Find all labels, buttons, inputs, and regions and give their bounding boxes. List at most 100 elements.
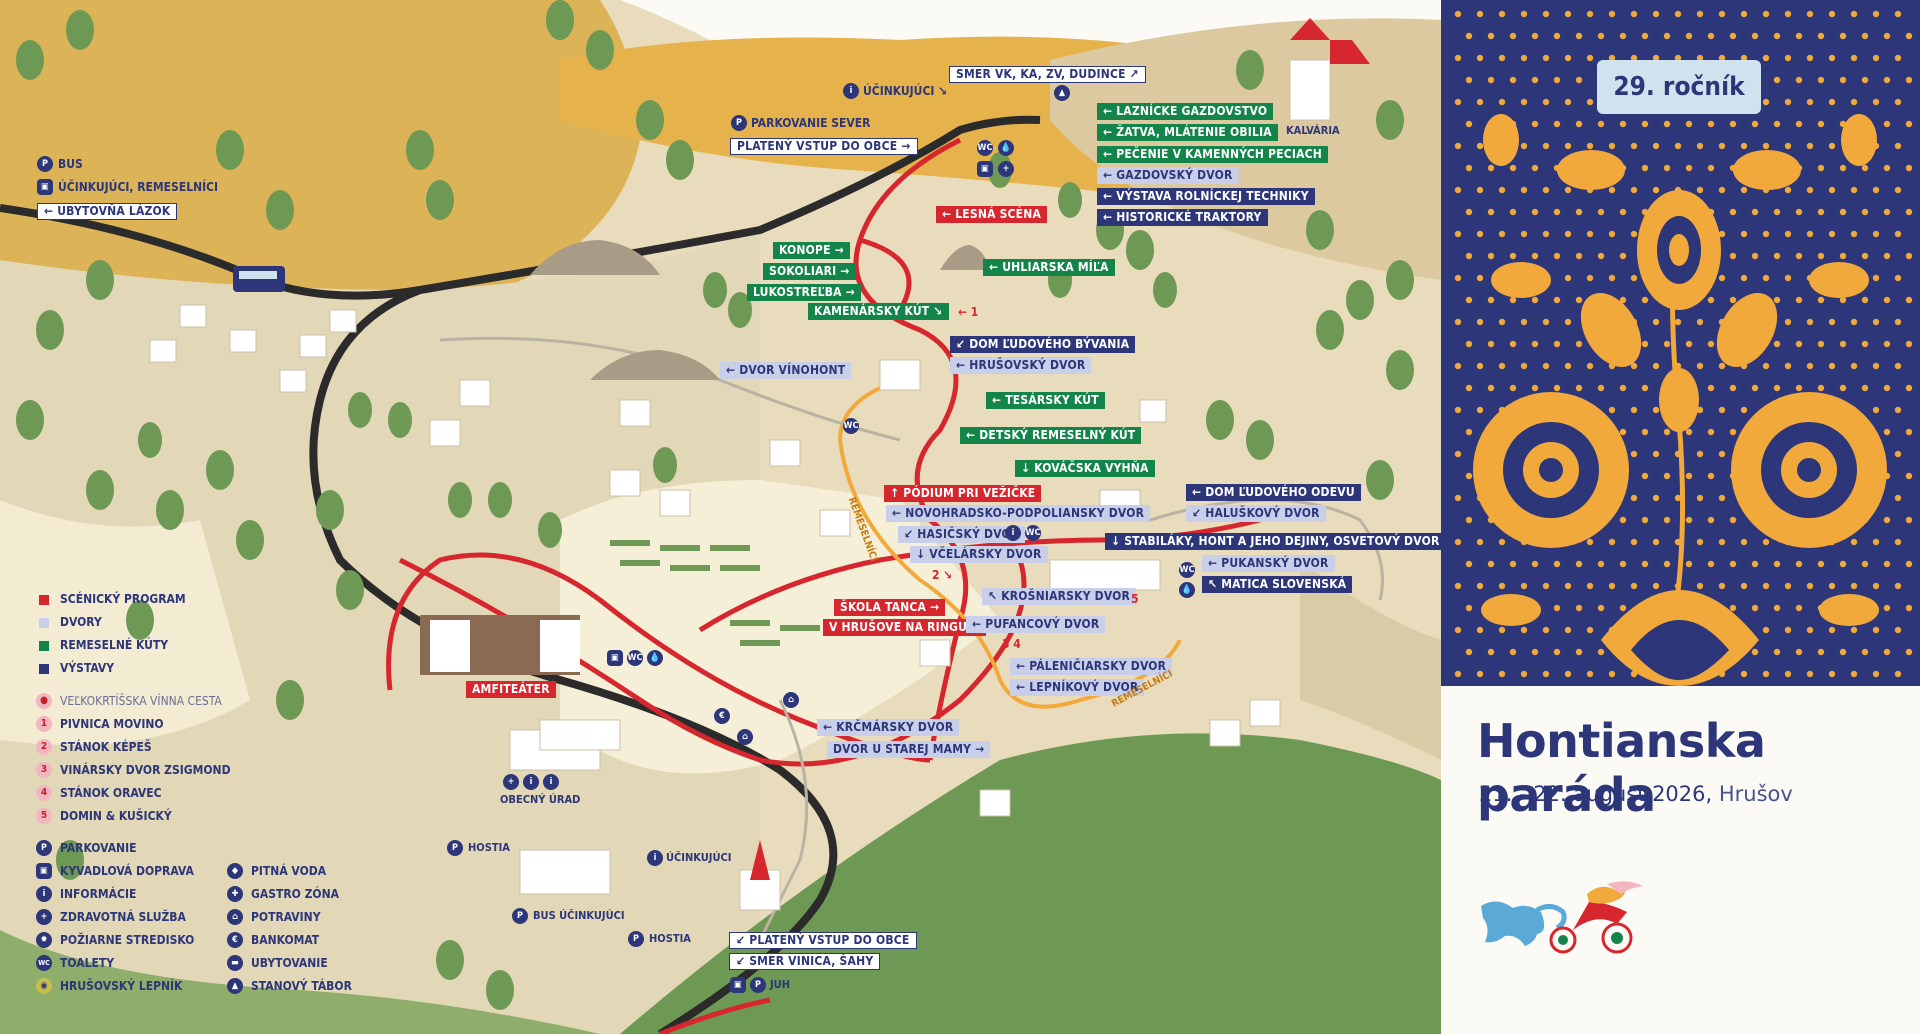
ornament-dot (1729, 384, 1737, 392)
wine-number: 4 (36, 785, 52, 801)
ornament-dot (1872, 186, 1880, 194)
ornament-dot (1707, 164, 1715, 172)
ornament-dot (1696, 538, 1704, 546)
pecenie-label[interactable]: ← PEČENIE V KAMENNÝCH PECIACH (1097, 146, 1329, 163)
ornament-dot (1894, 10, 1902, 18)
ornament-dot (1795, 604, 1803, 612)
detsky-remeselny-kut-label[interactable]: ← DETSKÝ REMESELNÝ KÚT (960, 427, 1142, 444)
hrusovsky-dvor-label[interactable]: ← HRUŠOVSKÝ DVOR (950, 357, 1092, 374)
ornament-dot (1630, 494, 1638, 502)
legend-wine-item: STÁNOK KÉPEŠ (60, 740, 152, 754)
ornament-dot (1850, 318, 1858, 326)
ornament-dot (1520, 582, 1528, 590)
matica-slovenska-label[interactable]: ↖ MATICA SLOVENSKÁ (1202, 576, 1353, 593)
amfiteater-label[interactable]: AMFITEÁTER (466, 681, 556, 698)
ornament-dot (1740, 538, 1748, 546)
parking-icon: P (628, 931, 644, 947)
ornament-dot (1740, 274, 1748, 282)
ubytovna-lazok-label[interactable]: ← UBYTOVŇA LÁZOK (37, 203, 178, 220)
krosniarsky-dvor-label[interactable]: ↖ KROŠNIARSKY DVOR (982, 588, 1137, 605)
ornament-dot (1553, 76, 1561, 84)
ornament-dot (1850, 230, 1858, 238)
wine-stops-3-4[interactable]: 3 4 (1002, 637, 1021, 651)
dom-ludoveho-byvania-label[interactable]: ↙ DOM ĽUDOVÉHO BÝVANIA (950, 336, 1136, 353)
podium-pri-vezicke-label[interactable]: ↑ PÓDIUM PRI VEŽIČKE (884, 485, 1042, 502)
ornament-dot (1520, 626, 1528, 634)
ornament-dot (1465, 76, 1473, 84)
ornament-dot (1608, 10, 1616, 18)
ornament-dot (1476, 670, 1484, 678)
dvor-vinohont-label[interactable]: ← DVOR VÍNOHONT (720, 362, 852, 379)
ornament-dot (1564, 230, 1572, 238)
ornament-dot (1630, 10, 1638, 18)
smer-vinica-label[interactable]: ↙ SMER VINICA, ŠAHY (729, 953, 881, 970)
ornament-dot (1575, 648, 1583, 656)
historicke-traktory-label[interactable]: ← HISTORICKÉ TRAKTORY (1097, 209, 1268, 226)
ornament-dot (1619, 296, 1627, 304)
lepnikovy-dvor-label[interactable]: ← LEPNÍKOVÝ DVOR (1010, 679, 1145, 696)
water-icon: 💧 (998, 140, 1014, 156)
palenciarsky-dvor-label[interactable]: ← PÁLENIČIARSKY DVOR (1010, 658, 1173, 675)
konope-label[interactable]: KONOPE → (773, 242, 850, 259)
uhliarska-mila-label[interactable]: ← UHLIARSKA MÍĽA (983, 259, 1115, 276)
haluskovy-dvor-label[interactable]: ↙ HALUŠKOVÝ DVOR (1186, 505, 1326, 522)
legend-service: ZDRAVOTNÁ SLUŽBA (60, 910, 186, 924)
stabilaky-label[interactable]: ↓ STABILÁKY, HONT A JEHO DEJINY, OSVETOV… (1105, 533, 1441, 550)
legend-wine-item: VINÁRSKY DVOR ZSIGMOND (60, 763, 231, 777)
ornament-dot (1817, 252, 1825, 260)
plateny-vstup-sever-label[interactable]: PLATENÝ VSTUP DO OBCE → (730, 138, 918, 155)
vystava-label[interactable]: ← VÝSTAVA ROLNÍCKEJ TECHNIKY (1097, 188, 1315, 205)
wine-stop-5[interactable]: 5 (1131, 592, 1139, 606)
dvor-u-starej-mamy-label[interactable]: DVOR U STAREJ MAMY → (827, 741, 991, 758)
ornament-dot (1905, 208, 1913, 216)
wine-stop-2[interactable]: 2 ↘ (932, 568, 953, 582)
ornament-dot (1586, 230, 1594, 238)
v-hrusove-na-ringu-label[interactable]: V HRUŠOVE NA RINGU → (823, 619, 987, 636)
festival-title: Hontianska paráda (1477, 714, 1766, 822)
laznicke-gazdovstvo-label[interactable]: ← LAZNÍCKE GAZDOVSTVO (1097, 103, 1274, 120)
gazdovsky-dvor-label[interactable]: ← GAZDOVSKÝ DVOR (1097, 167, 1239, 184)
zatva-label[interactable]: ← ŽATVA, MLÁTENIE OBILIA (1097, 124, 1278, 141)
ornament-dot (1564, 142, 1572, 150)
ornament-dot (1597, 252, 1605, 260)
hasicsky-dvor-label[interactable]: ↙ HASIČSKÝ DVOR (898, 526, 1026, 543)
krcmarsky-dvor-label[interactable]: ← KRČMÁRSKY DVOR (817, 719, 960, 736)
kovacska-vyhna-label[interactable]: ↓ KOVÁČSKA VYHŇA (1015, 460, 1155, 477)
ornament-dot (1454, 230, 1462, 238)
dom-ludoveho-odevu-label[interactable]: ← DOM ĽUDOVÉHO ODEVU (1186, 484, 1361, 501)
ornament-dot (1828, 142, 1836, 150)
kamenarsky-kut-label[interactable]: KAMENÁRSKY KÚT ↘ (808, 303, 949, 320)
ornament-dot (1784, 230, 1792, 238)
plateny-vstup-juh-label[interactable]: ↙ PLATENÝ VSTUP DO OBCE (729, 932, 917, 949)
vcelarsky-dvor-label[interactable]: ↓ VČELÁRSKY DVOR (910, 546, 1048, 563)
ornament-dot (1487, 164, 1495, 172)
tesarsky-kut-label[interactable]: ← TESÁRSKY KÚT (986, 392, 1105, 409)
ornament-dot (1608, 582, 1616, 590)
ornament-dot (1773, 648, 1781, 656)
ornament-dot (1839, 252, 1847, 260)
ornament-dot (1542, 670, 1550, 678)
smer-vk-label[interactable]: SMER VK, KA, ZV, DUDINCE ↗ (949, 66, 1146, 83)
ornament-dot (1773, 384, 1781, 392)
ornament-dot (1905, 252, 1913, 260)
ornament-dot (1498, 670, 1506, 678)
ornament-dot (1707, 428, 1715, 436)
wine-stop-1[interactable]: ← 1 (958, 305, 979, 319)
legend-service: KYVADLOVÁ DOPRAVA (60, 864, 194, 878)
pukansky-dvor-label[interactable]: ← PUKANSKÝ DVOR (1202, 555, 1335, 572)
lesna-scena-label[interactable]: ← LESNÁ SCÉNA (936, 206, 1048, 223)
ornament-dot (1476, 142, 1484, 150)
ornament-dot (1740, 10, 1748, 18)
sokoliari-label[interactable]: SOKOLIARI → (763, 263, 856, 280)
festival-map[interactable]: P BUS ▣ ÚČINKUJÚCI, REMESELNÍCI ← UBYTOV… (0, 0, 1441, 1034)
ornament-dot (1806, 10, 1814, 18)
skola-tanca-label[interactable]: ŠKOLA TANCA → (834, 599, 946, 616)
lukostrelba-label[interactable]: LUKOSTREĽBA → (747, 284, 861, 301)
ornament-dot (1531, 560, 1539, 568)
ornament-dot (1872, 538, 1880, 546)
legend-service: PITNÁ VODA (251, 864, 327, 878)
ornament-dot (1828, 318, 1836, 326)
pufancovy-dvor-label[interactable]: ← PUFANCOVÝ DVOR (966, 616, 1106, 633)
novohradsko-dvor-label[interactable]: ← NOVOHRADSKO-PODPOLIANSKY DVOR (886, 505, 1151, 522)
ornament-dot (1861, 252, 1869, 260)
